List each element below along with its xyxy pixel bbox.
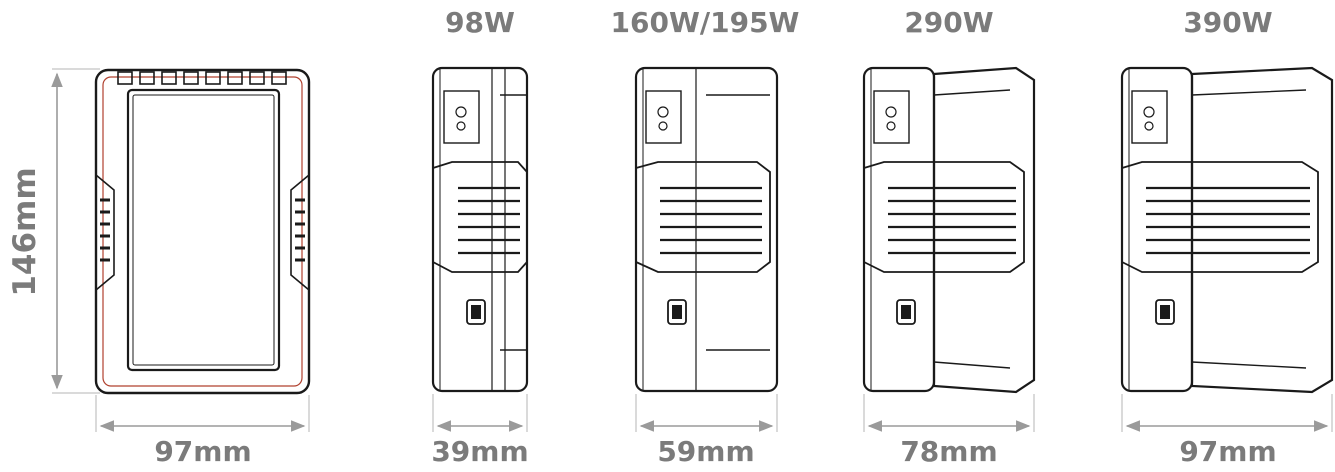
thickness-label-290w: 78mm	[900, 435, 997, 468]
side-view-98w	[431, 66, 529, 393]
top-vent-teeth	[117, 71, 287, 85]
thickness-dimension-160w-195w	[635, 394, 778, 432]
model-name-290w: 290W	[904, 6, 993, 39]
side-view-290w	[862, 66, 1036, 394]
width-dimension	[95, 395, 310, 432]
side-grip-ridges	[100, 198, 305, 262]
thickness-dimension-390w	[1121, 394, 1333, 432]
model-name-390w: 390W	[1183, 6, 1272, 39]
thickness-dimension-98w	[432, 394, 528, 432]
thickness-dimension-290w	[863, 394, 1035, 432]
side-view-160w-195w	[634, 66, 779, 393]
thickness-label-98w: 39mm	[431, 435, 528, 468]
thickness-label-390w: 97mm	[1179, 435, 1276, 468]
height-dimension	[51, 68, 100, 394]
side-view-390w	[1120, 66, 1334, 394]
height-label: 146mm	[7, 167, 43, 296]
battery-front-view	[94, 68, 311, 395]
model-name-160w-195w: 160W/195W	[611, 6, 800, 39]
width-label: 97mm	[154, 435, 251, 468]
model-name-98w: 98W	[445, 6, 515, 39]
thickness-label-160w-195w: 59mm	[657, 435, 754, 468]
